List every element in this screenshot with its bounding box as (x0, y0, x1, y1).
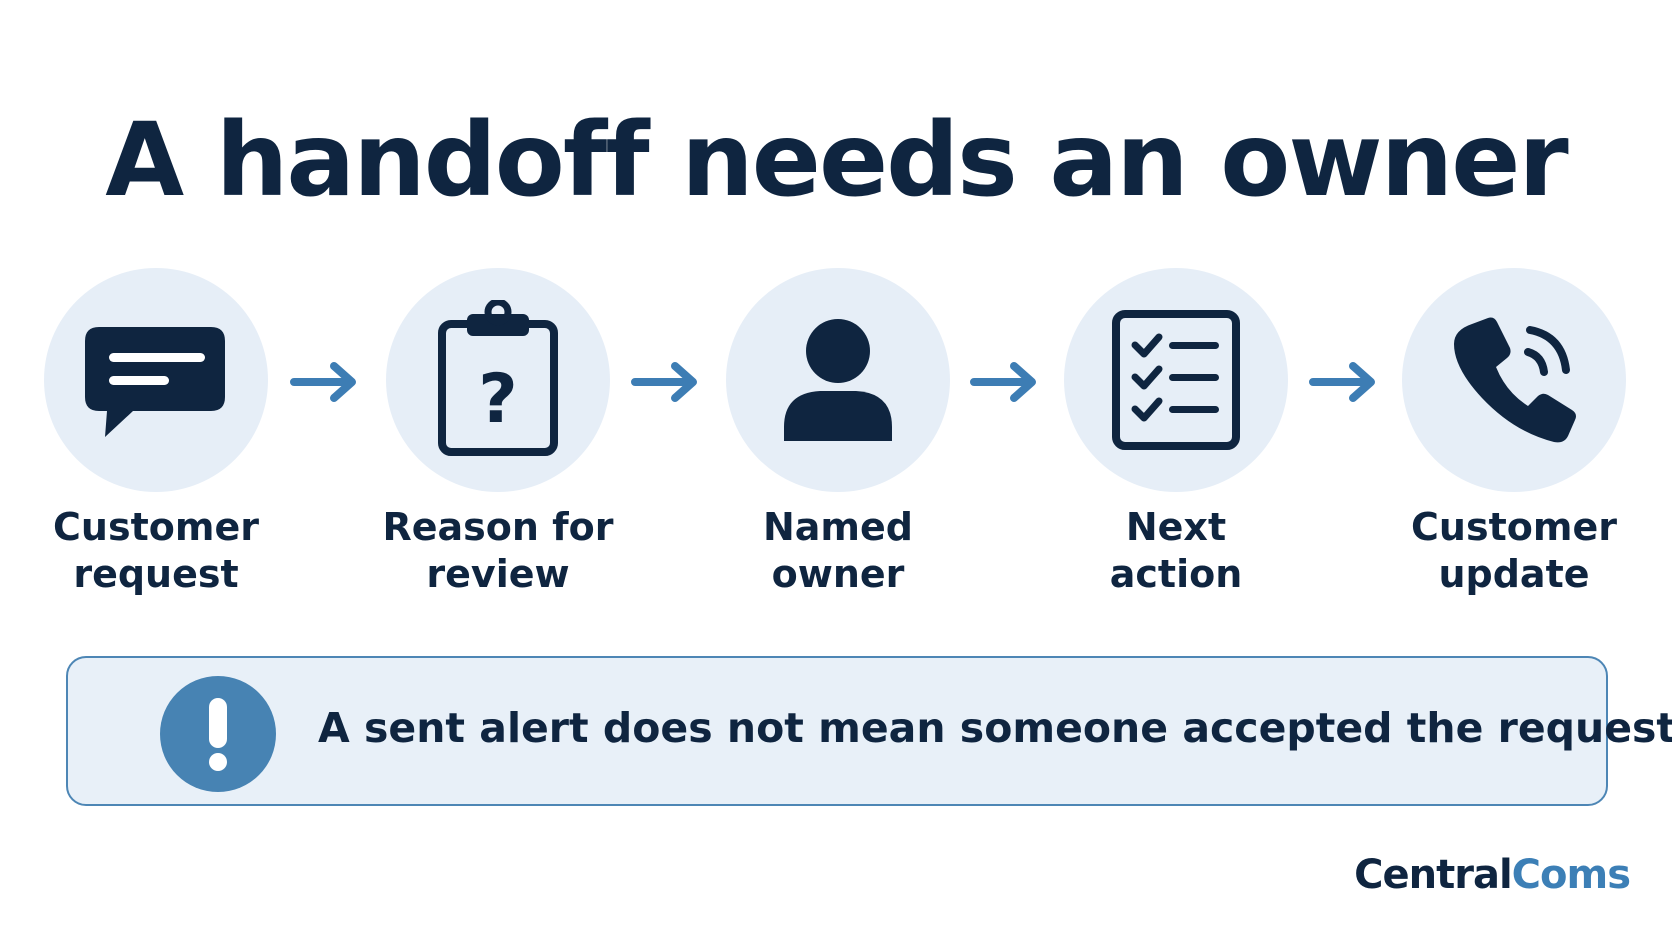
step-circle (1402, 268, 1626, 492)
brand-part2: Coms (1511, 852, 1631, 898)
step-named-owner: Named owner (688, 268, 988, 598)
arrow-right-icon (970, 362, 1036, 402)
step-label: Named owner (688, 504, 988, 598)
person-icon (784, 319, 892, 441)
chat-bubble-icon (85, 327, 225, 437)
step-label-line2: update (1438, 552, 1590, 596)
step-label-line1: Named (762, 505, 913, 549)
step-circle: ? (386, 268, 610, 492)
step-label-line1: Reason for (382, 505, 614, 549)
checklist-icon (1112, 310, 1240, 450)
step-next-action: Next action (1026, 268, 1326, 598)
step-label: Reason for review (348, 504, 648, 598)
alert-message: A sent alert does not mean someone accep… (318, 704, 1672, 752)
step-label: Next action (1026, 504, 1326, 598)
step-label-line2: action (1109, 552, 1243, 596)
alert-callout: A sent alert does not mean someone accep… (66, 656, 1672, 806)
arrow-right-icon (631, 362, 697, 402)
step-label: Customer update (1364, 504, 1664, 598)
arrow-right-icon (290, 362, 356, 402)
brand-logo: CentralComs (1354, 852, 1631, 898)
step-label-line1: Customer (1411, 505, 1617, 549)
step-label-line2: owner (771, 552, 905, 596)
step-label-line2: review (426, 552, 570, 596)
step-reason-for-review: ? Reason for review (348, 268, 648, 598)
phone-icon (1454, 317, 1576, 443)
brand-part1: Central (1354, 852, 1513, 898)
step-label-line1: Customer (53, 505, 259, 549)
svg-text:?: ? (478, 360, 517, 439)
step-circle (726, 268, 950, 492)
step-label-line1: Next (1125, 505, 1227, 549)
arrow-right-icon (1309, 362, 1375, 402)
clipboard-question-icon: ? (438, 300, 558, 456)
step-customer-request: Customer request (6, 268, 306, 598)
step-circle (1064, 268, 1288, 492)
exclamation-icon (160, 676, 276, 792)
step-label-line2: request (73, 552, 239, 596)
step-label: Customer request (6, 504, 306, 598)
page-title: A handoff needs an owner (105, 101, 1568, 220)
step-customer-update: Customer update (1364, 268, 1664, 598)
step-circle (44, 268, 268, 492)
